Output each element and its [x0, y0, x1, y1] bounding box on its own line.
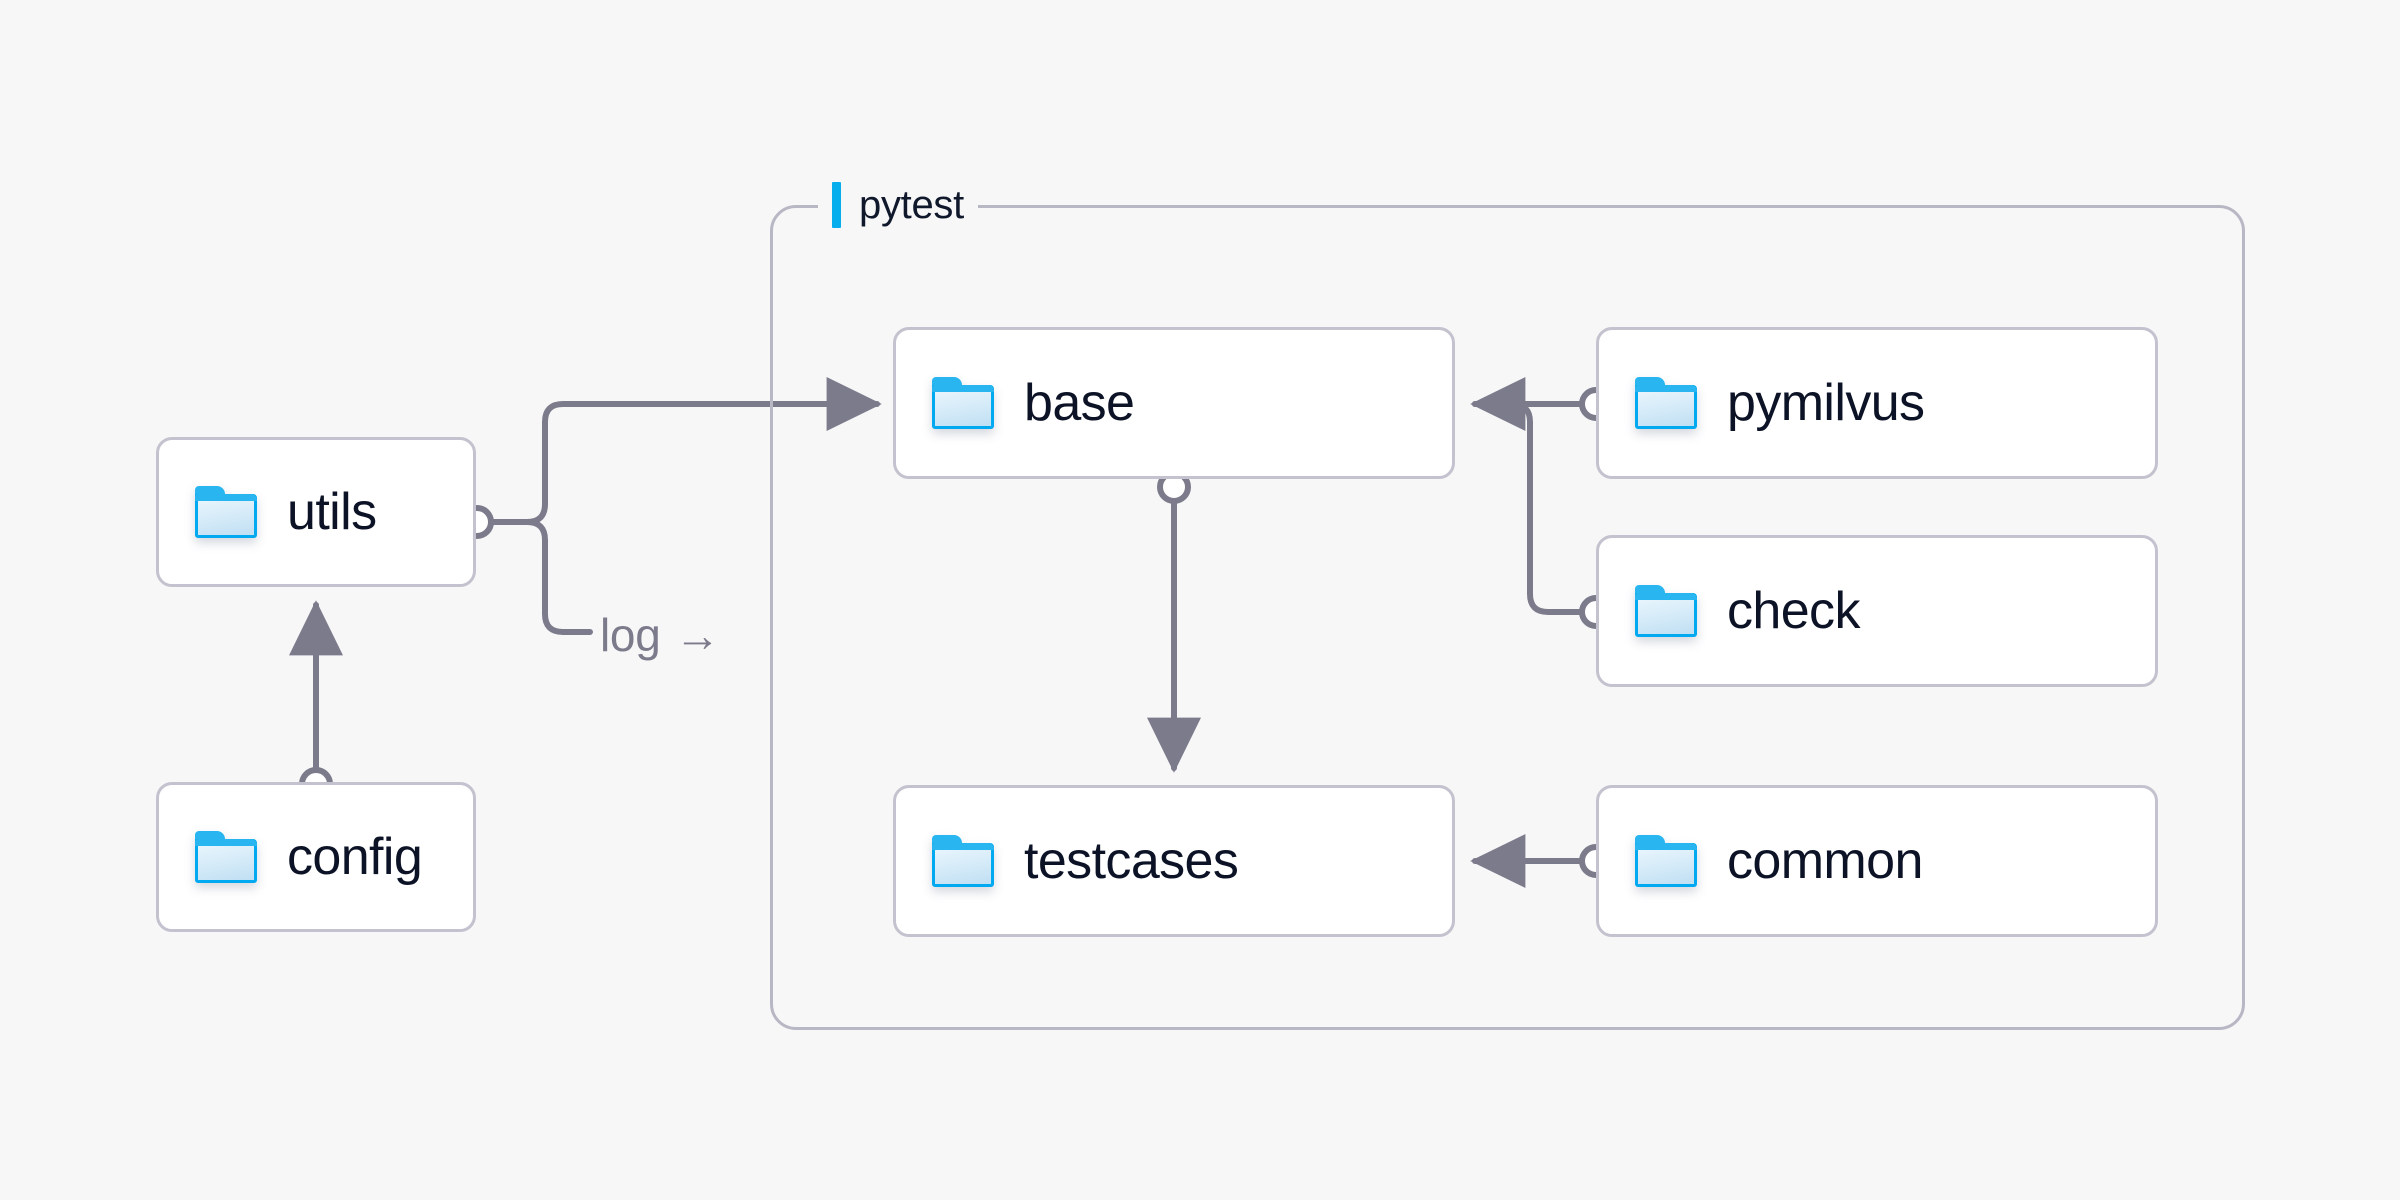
edge-utils-to-log — [486, 519, 593, 635]
node-label: pymilvus — [1727, 374, 1925, 432]
node-label: common — [1727, 832, 1923, 890]
folder-icon — [932, 835, 994, 887]
node-utils[interactable]: utils — [156, 437, 476, 587]
node-testcases[interactable]: testcases — [893, 785, 1455, 937]
folder-icon — [1635, 835, 1697, 887]
folder-icon — [195, 486, 257, 538]
folder-icon — [195, 831, 257, 883]
group-label-text: pytest — [859, 182, 964, 227]
folder-icon — [1635, 585, 1697, 637]
pytest-group-container[interactable] — [770, 205, 2245, 1030]
node-config[interactable]: config — [156, 782, 476, 932]
pytest-group-label: pytest — [818, 182, 978, 228]
node-pymilvus[interactable]: pymilvus — [1596, 327, 2158, 479]
folder-icon — [1635, 377, 1697, 429]
node-label: testcases — [1024, 832, 1239, 890]
node-label: utils — [287, 483, 377, 541]
node-check[interactable]: check — [1596, 535, 2158, 687]
edge-label-text: log — [600, 609, 661, 661]
group-accent-bar — [832, 182, 841, 228]
arrow-right-icon: → — [674, 609, 721, 661]
node-base[interactable]: base — [893, 327, 1455, 479]
edge-label-log: log → — [600, 608, 721, 662]
node-label: base — [1024, 374, 1135, 432]
node-label: check — [1727, 582, 1860, 640]
folder-icon — [932, 377, 994, 429]
node-common[interactable]: common — [1596, 785, 2158, 937]
node-label: config — [287, 828, 423, 886]
